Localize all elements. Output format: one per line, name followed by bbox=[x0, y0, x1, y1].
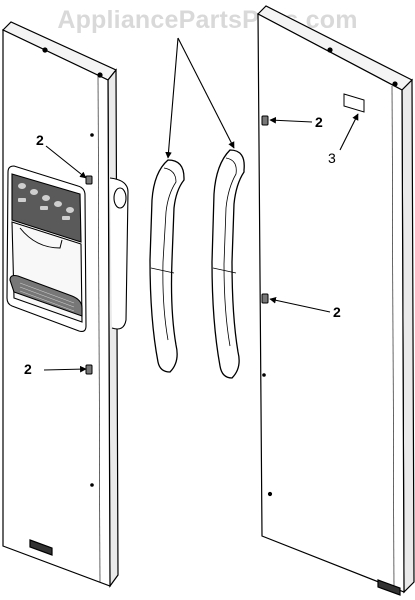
hinge-pin-upper-right bbox=[261, 115, 269, 126]
drip-tray bbox=[9, 274, 83, 317]
callout-hinge-upper-left: 2 bbox=[36, 132, 44, 148]
callout-hinge-lower-left: 2 bbox=[24, 361, 32, 377]
right-door bbox=[257, 5, 415, 596]
ice-water-dispenser bbox=[6, 165, 87, 332]
callout-hinge-lower-right: 2 bbox=[333, 304, 341, 320]
callout-hinge-upper-right: 2 bbox=[315, 114, 323, 130]
left-door-rear-bracket bbox=[109, 177, 129, 330]
label-plate bbox=[343, 93, 365, 113]
hinge-pin-upper-left bbox=[85, 175, 93, 185]
door-handle-right bbox=[211, 149, 245, 379]
door-handle-left bbox=[149, 159, 185, 373]
leader-lines bbox=[43, 37, 359, 373]
callout-label-plate: 3 bbox=[328, 150, 336, 166]
hinge-pin-lower-left bbox=[85, 364, 93, 375]
hinge-pin-lower-right bbox=[261, 293, 269, 304]
